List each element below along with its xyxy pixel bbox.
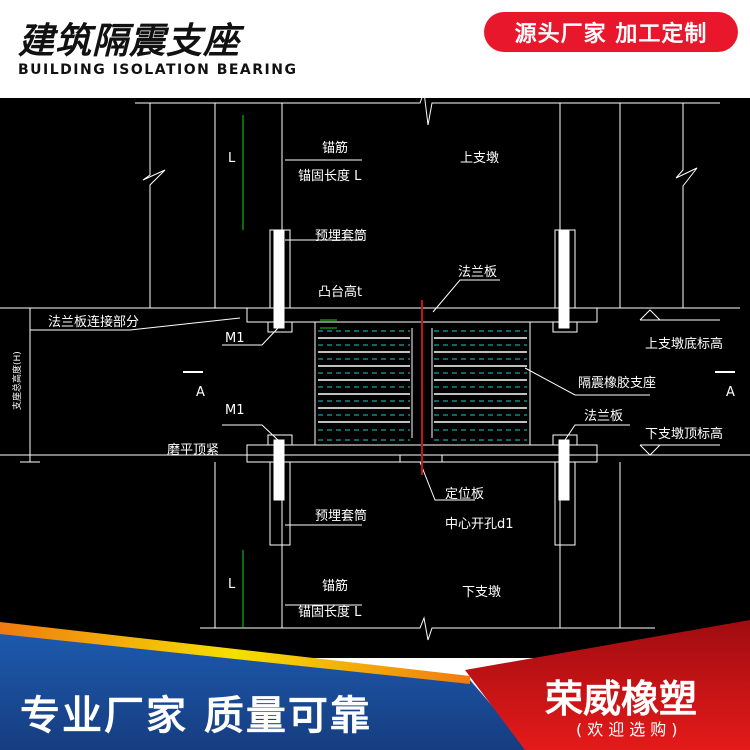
label-lower-pier: 下支墩 [462,585,501,600]
label-lower-pier-top-elev: 下支墩顶标高 [645,426,723,442]
brand-panel [465,620,750,750]
label-anchor-length-bottom: 锚固长度 L [298,604,362,620]
label-anchor-bottom: 锚筋 [322,578,348,594]
label-sleeve-bottom: 预埋套筒 [315,508,367,524]
label-ground-tight: 磨平顶紧 [167,443,219,458]
label-sleeve-top: 预埋套筒 [315,228,367,244]
brand-tagline: (欢迎选购) [576,720,683,739]
page-subtitle: Building isolation bearing [18,62,298,78]
label-m1-top: M1 [225,331,245,346]
brand-name: 荣威橡塑 [545,677,698,721]
label-section-a-right: A [726,385,735,400]
label-upper-pier-bottom-elev: 上支墩底标高 [645,336,723,352]
label-flange-connection: 法兰板连接部分 [48,314,139,330]
label-rubber-bearing: 隔震橡胶支座 [578,375,656,391]
factory-badge: 源头厂家 加工定制 [484,12,738,52]
label-m1-bottom: M1 [225,403,245,418]
label-anchor-top: 锚筋 [322,140,348,156]
label-section-a-left: A [196,385,205,400]
label-center-hole: 中心开孔d1 [445,517,514,532]
label-flange-top: 法兰板 [458,265,497,280]
label-total-height: 支座总高度(H) [11,351,23,410]
label-anchor-length-top: 锚固长度 L [298,168,362,184]
dim-l-bottom: L [228,577,236,592]
label-locating-plate: 定位板 [445,487,484,502]
slogan-panel [0,628,530,750]
page-title: 建筑隔震支座 [18,21,241,62]
label-flange-bottom: 法兰板 [584,409,623,424]
dim-l-top: L [228,151,236,166]
label-upper-pier: 上支墩 [460,151,499,166]
label-boss-height: 凸台高t [318,284,362,300]
slogan: 专业厂家 质量可靠 [20,693,372,739]
